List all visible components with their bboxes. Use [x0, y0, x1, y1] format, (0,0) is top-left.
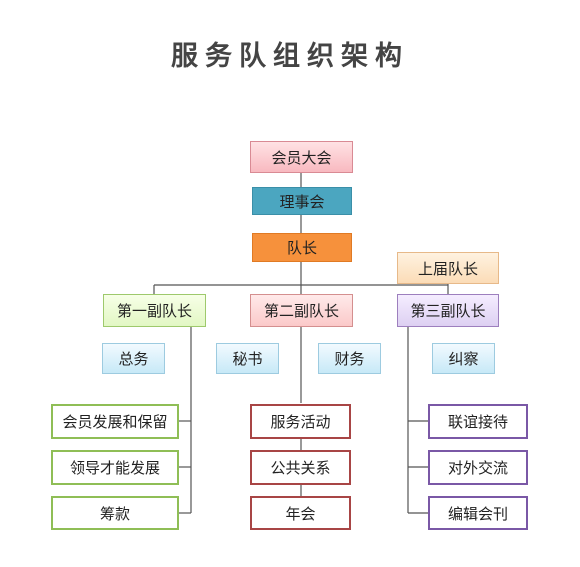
first-dept-item: 会员发展和保留 — [51, 404, 179, 439]
first-dept-item: 领导才能发展 — [51, 450, 179, 485]
general-affairs-box: 总务 — [102, 343, 165, 374]
third-dept-item: 对外交流 — [428, 450, 528, 485]
third-vice-captain-box: 第三副队长 — [397, 294, 499, 327]
finance-box: 财务 — [318, 343, 381, 374]
council-box: 理事会 — [252, 187, 352, 215]
inspection-box: 纠察 — [432, 343, 495, 374]
captain-box: 队长 — [252, 233, 352, 262]
third-dept-item: 编辑会刊 — [428, 496, 528, 530]
second-dept-item: 年会 — [250, 496, 351, 530]
third-dept-item: 联谊接待 — [428, 404, 528, 439]
second-dept-item: 公共关系 — [250, 450, 351, 485]
second-dept-item: 服务活动 — [250, 404, 351, 439]
assembly-box: 会员大会 — [250, 141, 353, 173]
chart-title: 服务队组织架构 — [171, 41, 409, 72]
second-vice-captain-box: 第二副队长 — [250, 294, 353, 327]
former-captain-box: 上届队长 — [397, 252, 499, 284]
first-vice-captain-box: 第一副队长 — [103, 294, 206, 327]
first-dept-item: 筹款 — [51, 496, 179, 530]
secretary-box: 秘书 — [216, 343, 279, 374]
